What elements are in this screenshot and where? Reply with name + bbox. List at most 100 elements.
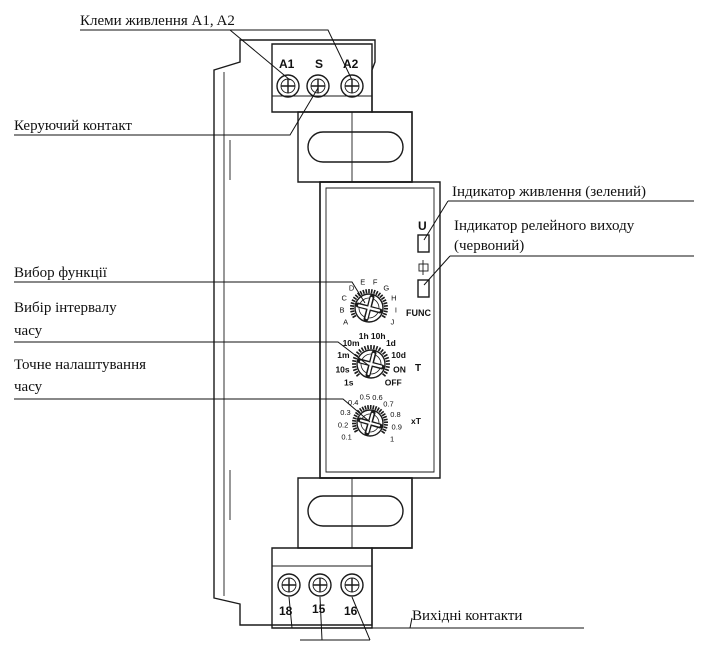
- function-dial-tick: [351, 299, 356, 303]
- fine-dial-position-label: 0.6: [372, 393, 382, 402]
- range-dial-position-label: 1d: [386, 338, 396, 348]
- function-dial-tick: [370, 289, 373, 294]
- range-dial-tick: [355, 373, 361, 377]
- leader-fine: [14, 398, 371, 423]
- indicator-area: U FUNC: [406, 219, 431, 318]
- function-dial-tick: [352, 314, 357, 319]
- top-clip-slot: [307, 131, 404, 163]
- leader-power-terminals: [80, 29, 353, 81]
- fine-dial-tick: [361, 406, 365, 411]
- terminal-18-screw[interactable]: [277, 573, 301, 597]
- fine-dial-tick: [353, 414, 358, 418]
- function-dial-tick: [350, 310, 355, 313]
- callout-function-select: Вибор функції: [14, 265, 108, 281]
- function-dial-tick: [377, 292, 382, 297]
- function-dial-position-label: J: [391, 318, 395, 327]
- fine-dial-tick: [381, 413, 386, 417]
- range-dial-position-label: OFF: [385, 378, 402, 388]
- range-dial-tick: [358, 348, 362, 354]
- terminal-15-screw[interactable]: [308, 573, 332, 597]
- range-dial-tick: [381, 351, 387, 355]
- function-dial-tick: [350, 301, 355, 305]
- function-dial-position-label: A: [343, 318, 348, 327]
- terminal-label-18: 18: [279, 604, 293, 618]
- callout-relay-indicator-1: Індикатор релейного виходу: [454, 218, 635, 234]
- fine-dial-position-label: 0.8: [390, 410, 400, 419]
- fine-dial-position-label: 0.4: [348, 398, 358, 407]
- function-dial-tick: [362, 289, 366, 295]
- fine-dial-position-label: 1: [390, 434, 394, 443]
- callout-interval-2: часу: [14, 323, 43, 339]
- function-dial-tick: [383, 301, 388, 305]
- function-dial-position-label: H: [391, 293, 396, 302]
- function-dial-position-label: G: [383, 283, 389, 292]
- leader-interval: [14, 341, 369, 366]
- fine-dial-tick: [364, 405, 367, 410]
- range-dial-tick: [384, 356, 390, 360]
- fine-dial-position-label: 0.7: [383, 399, 393, 408]
- terminal-label-a1: A1: [279, 57, 295, 71]
- function-dial-tick: [382, 312, 388, 316]
- range-dial-tick: [385, 365, 390, 369]
- terminal-s-screw[interactable]: [306, 74, 330, 98]
- function-dial-tick: [379, 294, 384, 299]
- function-dial-position-label: D: [349, 283, 355, 292]
- fine-dial-knob-ring: [360, 413, 380, 433]
- callout-power-terminals: Клеми живлення A1, A2: [80, 13, 235, 29]
- fine-dial-tick: [376, 407, 380, 412]
- range-dial-label: T: [415, 363, 421, 374]
- fine-dial-tick: [372, 405, 375, 410]
- range-dial-tick: [355, 351, 361, 355]
- fine-dial-tick: [354, 429, 359, 433]
- range-dial-tick: [352, 356, 358, 360]
- function-dial-position-label: B: [340, 306, 345, 315]
- fine-dial-tick: [382, 428, 387, 432]
- callout-fine-2: часу: [14, 379, 43, 395]
- fine-dial-tick: [383, 418, 388, 421]
- fine-dial-slot-inner: [359, 412, 381, 434]
- function-dial-tick: [359, 290, 363, 296]
- range-dial-tick: [352, 368, 358, 372]
- callout-fine-1: Точне налаштування: [14, 357, 146, 373]
- terminal-label-a2: A2: [343, 57, 359, 71]
- range-dial-position-label: 10m: [343, 338, 360, 348]
- function-dial-tick: [365, 289, 368, 294]
- callout-labels: Клеми живлення A1, A2 Керуючий контакт І…: [14, 13, 646, 624]
- range-dial-tick: [377, 347, 382, 352]
- fine-dial-position-label: 0.3: [340, 408, 350, 417]
- fine-dial-position-label: 0.9: [392, 423, 402, 432]
- callout-interval-1: Вибір інтервалу: [14, 300, 117, 316]
- terminal-label-16: 16: [344, 604, 358, 618]
- range-dial-tick: [383, 353, 388, 358]
- range-dial-position-label: 10s: [335, 365, 349, 375]
- function-dial-slot-inner: [357, 296, 381, 320]
- range-dial-position-label: 10d: [391, 350, 406, 360]
- fine-dial-tick: [378, 408, 383, 413]
- terminal-a1-screw[interactable]: [276, 74, 300, 98]
- relay-symbol-icon: [418, 260, 429, 275]
- range-dial-position-label: 1h: [359, 331, 369, 341]
- range-dial-tick: [375, 345, 379, 351]
- power-led: [417, 234, 430, 253]
- range-dial-knob-ring: [360, 353, 382, 375]
- fine-dial-tick: [356, 409, 361, 414]
- leader-control-contact: [14, 87, 319, 136]
- callout-control-contact: Керуючий контакт: [14, 118, 132, 134]
- fine-dial-tick: [381, 430, 386, 434]
- function-dial-tick: [375, 290, 379, 296]
- fine-dial-tick: [352, 419, 357, 422]
- fine-dial-tick: [352, 416, 357, 420]
- fine-dial-tick: [380, 410, 385, 415]
- terminal-16-screw[interactable]: [340, 573, 364, 597]
- range-dial-position-label: 10h: [371, 331, 386, 341]
- function-dial-tick: [356, 292, 361, 297]
- function-dial-knob-ring: [358, 297, 380, 319]
- fine-dial-position-label: 0.5: [360, 393, 370, 402]
- range-dial-tick: [352, 365, 357, 369]
- relay-led: [417, 279, 430, 298]
- terminal-a2-screw[interactable]: [340, 74, 364, 98]
- range-dial-tick: [352, 359, 357, 363]
